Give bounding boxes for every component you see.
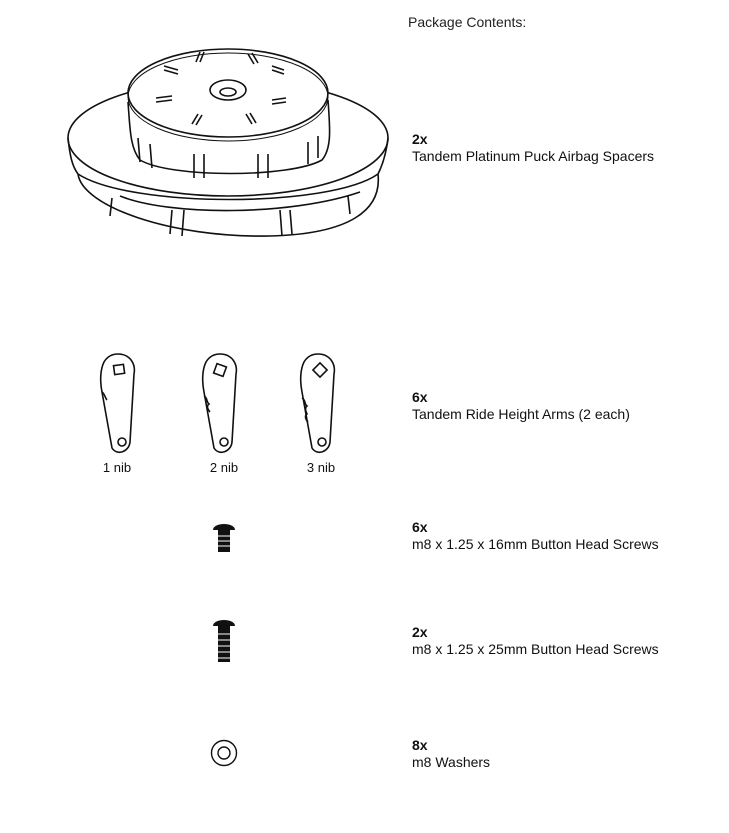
ride-height-arm-3-nib [299, 353, 336, 454]
item-25mm-screws: 2x m8 x 1.25 x 25mm Button Head Screws [412, 624, 659, 658]
washer-illustration [210, 739, 238, 767]
item-description: Tandem Platinum Puck Airbag Spacers [412, 148, 655, 164]
item-puck-spacers: 2x Tandem Platinum Puck Airbag Spacers [412, 131, 654, 165]
item-qty: 8x [412, 737, 428, 753]
item-qty: 2x [412, 624, 428, 640]
item-qty: 6x [412, 389, 428, 405]
item-description: m8 x 1.25 x 25mm Button Head Screws [412, 641, 659, 657]
arm-label-2-nib: 2 nib [209, 460, 239, 475]
long-screw-illustration [213, 620, 235, 662]
short-screw-illustration [213, 524, 235, 552]
ride-height-arm-2-nib [201, 353, 238, 454]
item-description: m8 x 1.25 x 16mm Button Head Screws [412, 536, 659, 552]
item-washers: 8x m8 Washers [412, 737, 490, 771]
arm-label-1-nib: 1 nib [102, 460, 132, 475]
item-qty: 2x [412, 131, 428, 147]
item-description: Tandem Ride Height Arms (2 each) [412, 406, 630, 422]
item-16mm-screws: 6x m8 x 1.25 x 16mm Button Head Screws [412, 519, 659, 553]
item-qty: 6x [412, 519, 428, 535]
arm-label-3-nib: 3 nib [306, 460, 336, 475]
item-description: m8 Washers [412, 754, 491, 770]
ride-height-arm-1-nib [99, 353, 136, 454]
package-contents-heading: Package Contents: [408, 14, 527, 30]
puck-spacer-illustration [67, 48, 389, 237]
item-ride-height-arms: 6x Tandem Ride Height Arms (2 each) [412, 389, 630, 423]
